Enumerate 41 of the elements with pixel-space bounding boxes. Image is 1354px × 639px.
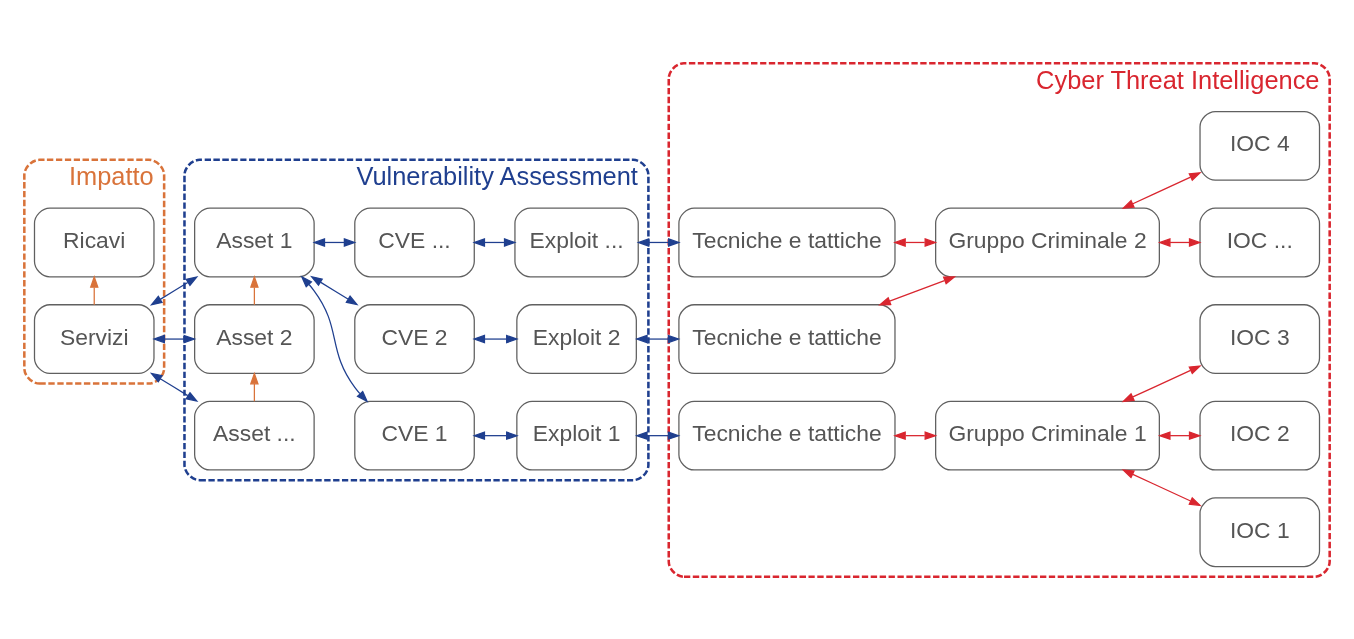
node-box: Asset 2 [194, 303, 315, 374]
arrow [893, 430, 938, 440]
arrow [1121, 364, 1202, 402]
node-box: Tecniche e tattiche [678, 207, 896, 277]
node-box: IOC 4 [1199, 110, 1321, 181]
node-box: CVE ... [354, 207, 475, 277]
arrow [1157, 237, 1202, 247]
node-box: CVE 2 [354, 303, 475, 374]
arrow [472, 430, 519, 440]
arrow [636, 237, 681, 247]
arrow [310, 275, 359, 306]
node-box: IOC 1 [1199, 496, 1321, 567]
arrow [149, 371, 199, 402]
arrow [1121, 171, 1202, 209]
arrow [472, 237, 517, 247]
node-box: Tecniche e tattiche [678, 303, 896, 374]
arrow [1157, 430, 1202, 440]
node-box: Asset 1 [194, 207, 315, 277]
node-box: IOC 2 [1199, 400, 1321, 471]
node-box: Exploit ... [514, 207, 639, 277]
node-box: CVE 1 [354, 400, 475, 471]
node-box: Gruppo Criminale 1 [935, 400, 1160, 471]
arrow [634, 334, 681, 343]
node-box: Servizi [33, 303, 155, 374]
arrow [152, 334, 197, 343]
arrow [893, 237, 938, 247]
node-box: IOC 3 [1199, 303, 1321, 374]
node-box: Gruppo Criminale 2 [935, 207, 1160, 277]
arrow [312, 237, 357, 247]
arrow [1121, 468, 1202, 506]
arrow [634, 430, 681, 440]
arrow [472, 334, 519, 343]
arrow [878, 275, 957, 305]
node-box: IOC ... [1199, 207, 1321, 277]
node-box: Exploit 2 [516, 303, 637, 374]
node-box: Asset ... [194, 400, 315, 471]
arrow [300, 274, 369, 403]
node-box: Tecniche e tattiche [678, 400, 896, 471]
arrow [149, 275, 199, 306]
node-box: Ricavi [33, 207, 155, 277]
node-box: Exploit 1 [516, 400, 637, 471]
